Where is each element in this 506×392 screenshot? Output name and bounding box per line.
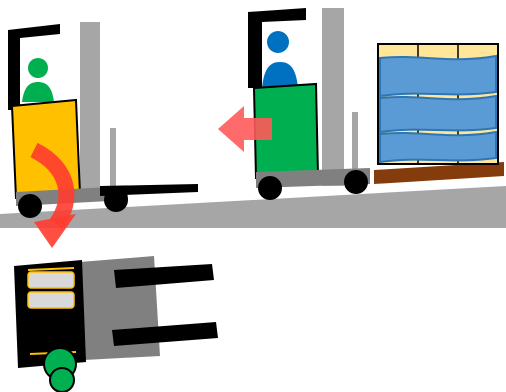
- pallet-base: [374, 162, 504, 184]
- left-mast-rail: [110, 128, 116, 192]
- right-overhead-guard: [248, 8, 306, 88]
- right-mast: [322, 8, 344, 186]
- left-driver: [22, 58, 54, 102]
- fallen-window-2: [27, 291, 75, 309]
- pallet-load: [374, 43, 504, 184]
- pallet-wrap-2: [379, 94, 497, 134]
- fallen-fork-lower: [112, 322, 218, 346]
- fallen-forklift: [14, 256, 218, 392]
- left-front-wheel: [104, 188, 128, 212]
- curved-arrow-icon: [30, 142, 76, 248]
- left-rear-wheel: [18, 194, 42, 218]
- pallet-wrap-3: [379, 130, 497, 164]
- right-front-wheel: [344, 170, 368, 194]
- right-rear-wheel: [258, 176, 282, 200]
- pallet-wrap-1: [379, 54, 497, 98]
- right-forklift: [248, 8, 370, 200]
- right-mast-rail: [352, 112, 358, 178]
- fallen-driver: [43, 347, 77, 392]
- right-driver: [262, 31, 298, 88]
- sloped-ground: [0, 186, 506, 228]
- left-arrow-icon: [218, 106, 272, 152]
- left-mast: [80, 22, 100, 194]
- right-chassis: [256, 168, 370, 188]
- fallen-fork-upper: [114, 264, 214, 288]
- left-forklift: [8, 22, 198, 218]
- fallen-window-1: [27, 271, 75, 289]
- left-overhead-guard: [8, 24, 60, 110]
